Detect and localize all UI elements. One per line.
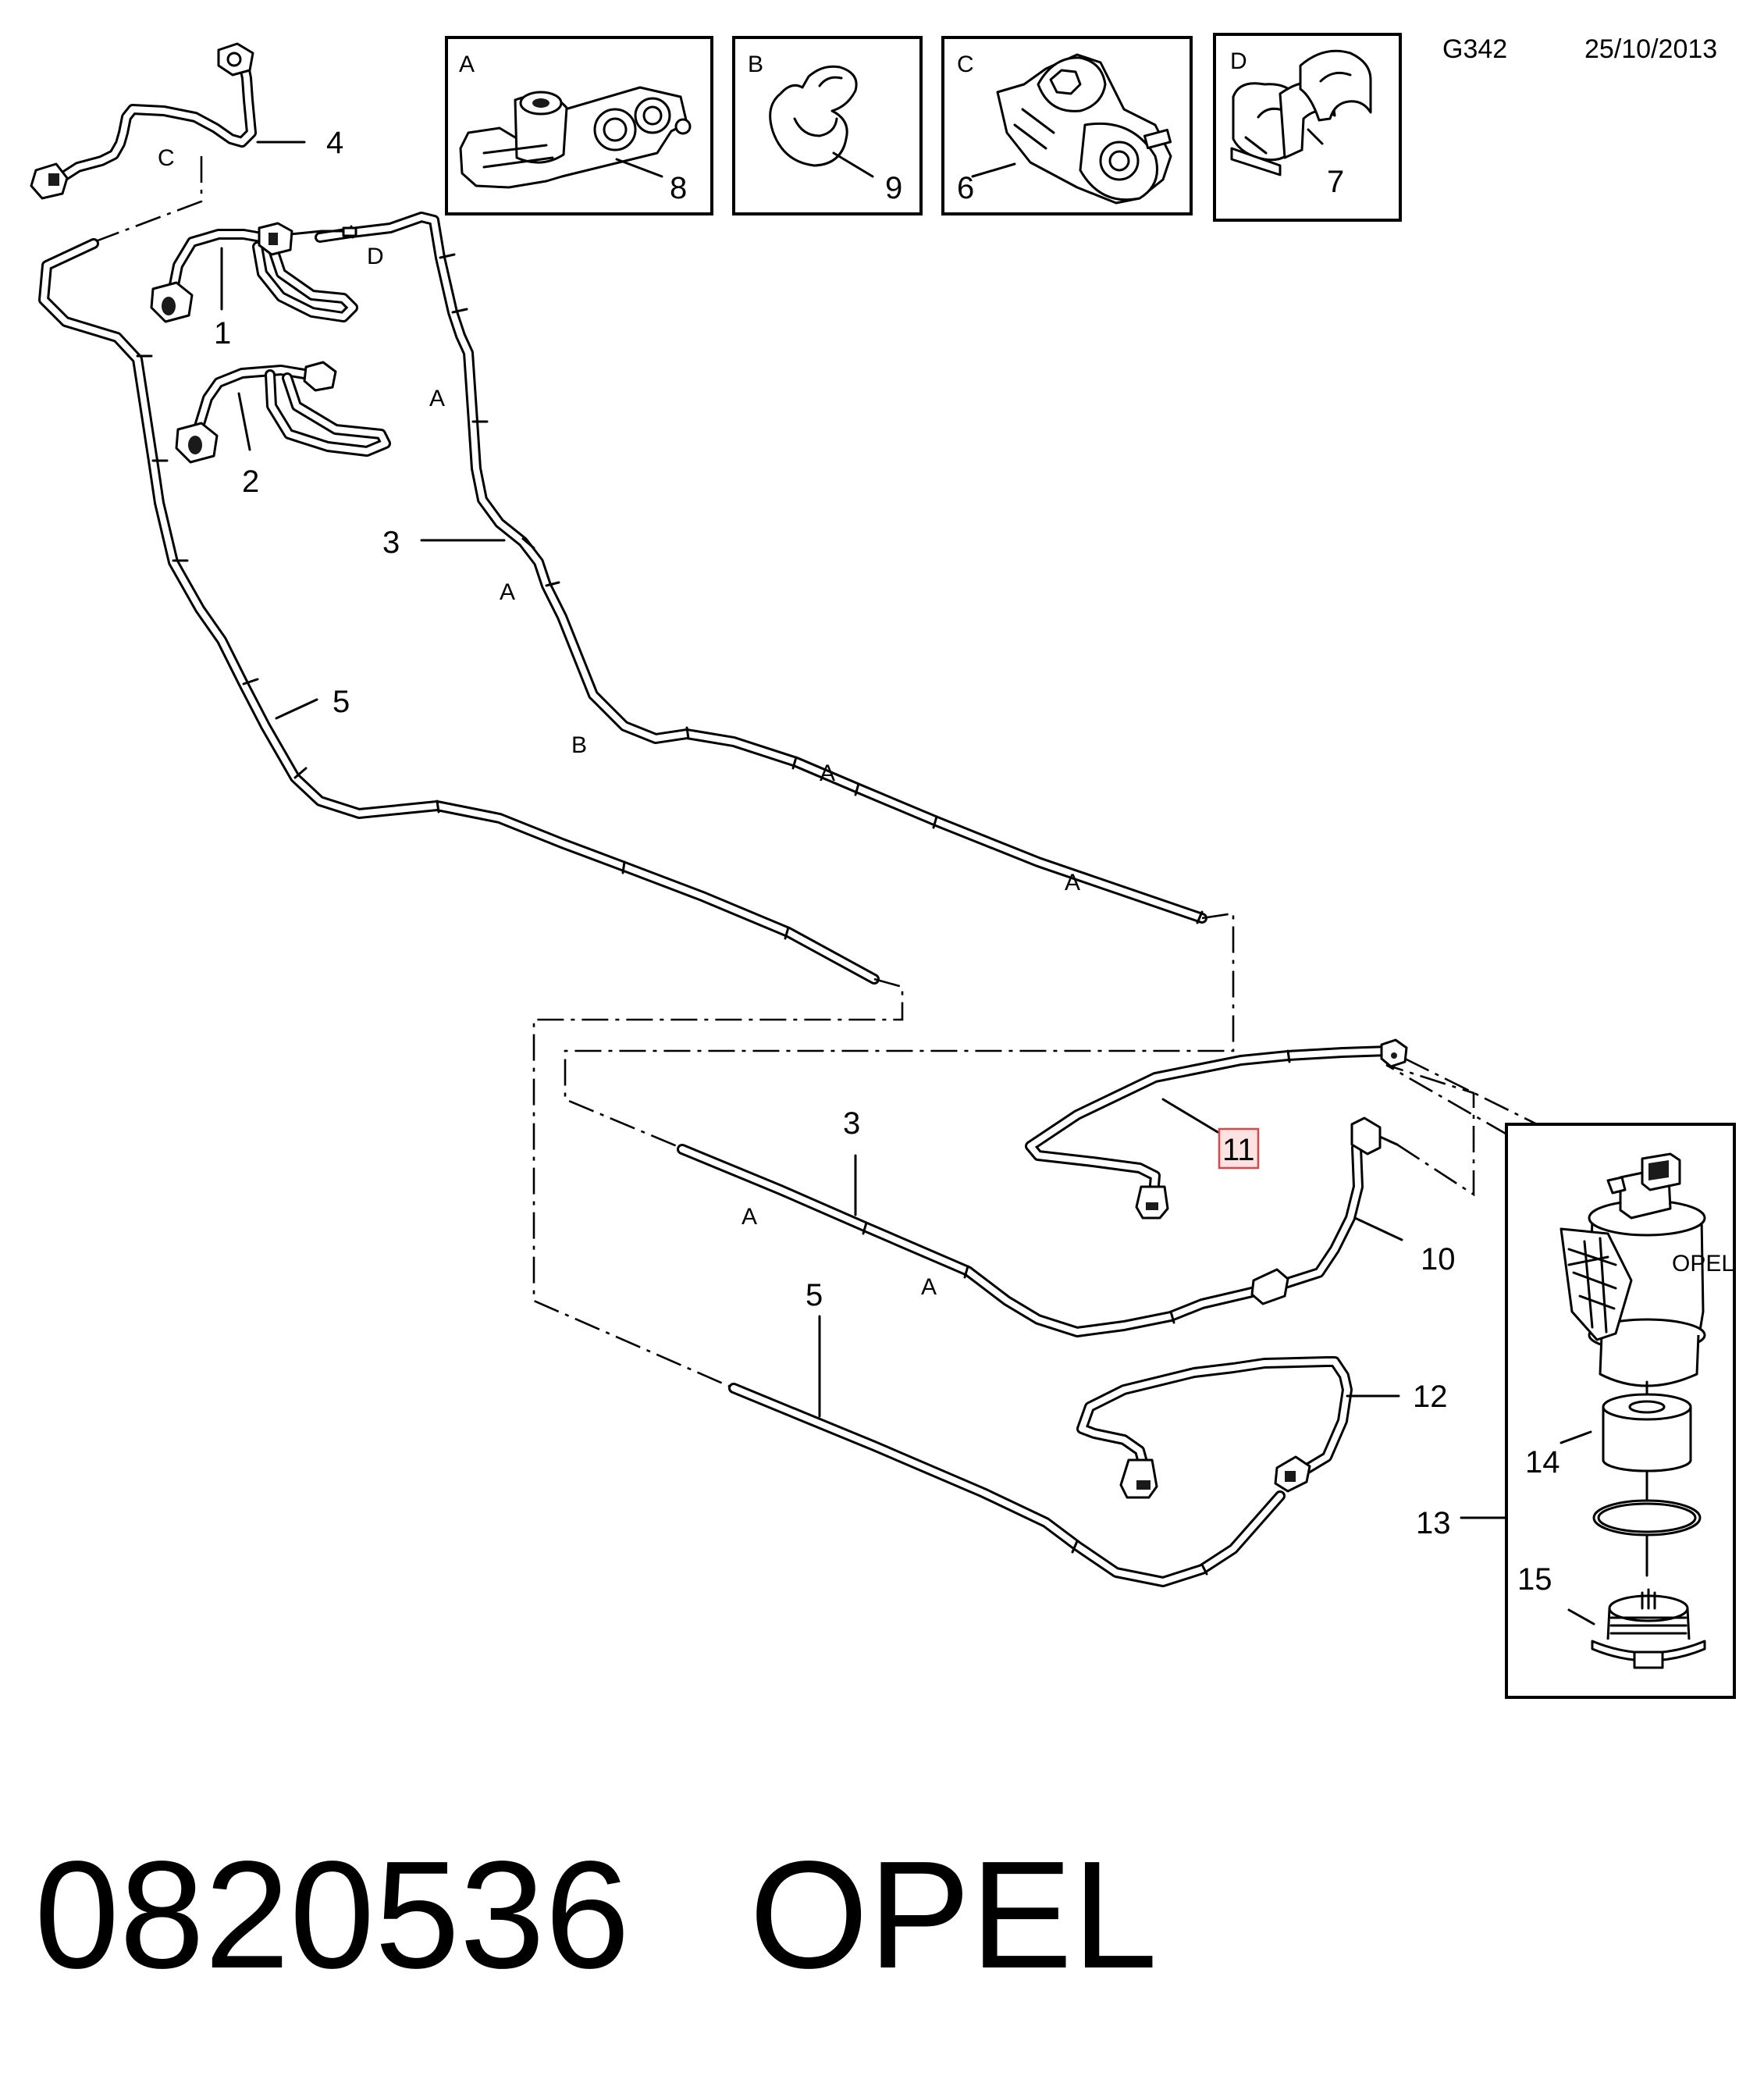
part-label-2: 2: [242, 465, 259, 499]
clip-mark-a1: A: [429, 386, 445, 411]
connector-icon: [1250, 1116, 1399, 1305]
part-label-14: 14: [1525, 1445, 1560, 1480]
hose-4: [30, 42, 257, 200]
pipe-5-upper: [38, 238, 880, 985]
brand-name: OPEL: [749, 1829, 1158, 2000]
inset-d-letter: D: [1230, 48, 1247, 74]
part-label-13: 13: [1416, 1506, 1451, 1540]
inset-d: D 7: [1213, 33, 1402, 222]
part-label-5-top: 5: [333, 685, 350, 719]
part-label-4: 4: [326, 126, 343, 160]
part-label-5-lower: 5: [806, 1278, 823, 1312]
hose-10: [1250, 1116, 1399, 1305]
inset-a: A 8: [445, 36, 713, 215]
fuel-filter-assembly: OPEL: [1460, 1123, 1736, 1699]
clip-c-icon: [996, 53, 1172, 205]
pipe-5-lower: [728, 1383, 1286, 1587]
connector-icon: [175, 361, 337, 464]
connector-icon: [30, 42, 254, 200]
clip-a-icon: [459, 86, 692, 189]
part-label-8: 8: [670, 171, 687, 205]
connector-icon: [150, 222, 357, 323]
part-label-1: 1: [214, 316, 231, 351]
hose-2: [175, 361, 391, 464]
clip-d-icon: [1230, 49, 1372, 176]
inset-b-letter: B: [748, 52, 763, 77]
filter-cartridge-icon: [1602, 1393, 1692, 1472]
inset-c: C 6: [941, 36, 1193, 215]
part-label-6: 6: [957, 171, 974, 205]
clip-mark-b1: B: [571, 732, 587, 758]
hose-1: [150, 222, 358, 323]
filter-cap-icon: [1591, 1588, 1706, 1669]
part-label-15: 15: [1517, 1562, 1552, 1597]
clip-mark-a4: A: [1065, 870, 1080, 896]
part-number: 0820536: [34, 1829, 630, 2000]
part-label-3-lower: 3: [843, 1106, 860, 1141]
part-label-9: 9: [885, 171, 902, 205]
hose-12: [1076, 1356, 1353, 1499]
filter-housing-icon: OPEL: [1560, 1152, 1734, 1387]
inset-a-letter: A: [459, 52, 475, 77]
clip-mark-d: D: [367, 244, 384, 269]
clip-mark-a6: A: [921, 1274, 937, 1300]
connector-icon: [1135, 1038, 1408, 1220]
diagram-date: 25/10/2013: [1584, 34, 1717, 64]
clip-mark-c: C: [158, 145, 175, 171]
clip-mark-a3: A: [820, 760, 835, 786]
part-label-12: 12: [1413, 1380, 1448, 1414]
pipe-3-lower: [677, 1144, 1286, 1337]
part-label-3-top: 3: [382, 525, 400, 560]
diagram-code: G342: [1442, 34, 1507, 64]
connector-icon: [1119, 1455, 1311, 1499]
clip-b-icon: [769, 65, 858, 167]
clip-mark-a2: A: [500, 579, 515, 605]
pipe-3-upper: [315, 212, 1207, 924]
part-label-10: 10: [1421, 1242, 1456, 1277]
o-ring-icon: [1592, 1499, 1702, 1537]
part-label-11: 11: [1222, 1133, 1255, 1167]
clip-mark-a5: A: [742, 1204, 757, 1230]
hose-11: [1025, 1038, 1408, 1220]
inset-c-letter: C: [957, 52, 974, 77]
filter-brand-text: OPEL: [1672, 1251, 1734, 1277]
part-label-7: 7: [1327, 165, 1344, 199]
inset-b: B 9: [732, 36, 923, 215]
